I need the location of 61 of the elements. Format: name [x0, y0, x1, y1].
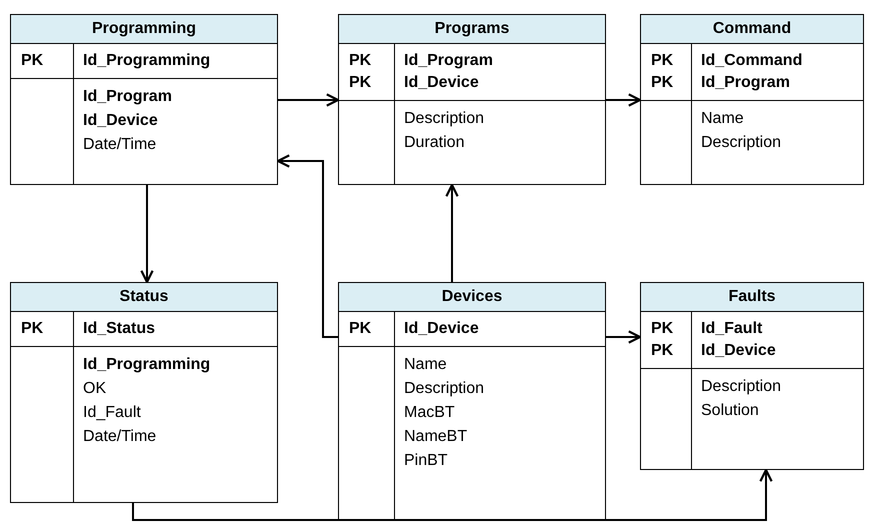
entity-table	[10, 14, 278, 185]
key-field: Id_Status	[73, 318, 156, 340]
field-name: OK	[83, 379, 106, 399]
key-section	[641, 312, 863, 369]
key-section	[11, 312, 277, 347]
field-name: Id_Programming	[83, 355, 210, 375]
entity-table	[338, 14, 606, 185]
relationship-arrow	[132, 468, 773, 521]
key-marker: PK	[650, 51, 674, 71]
key-section	[641, 44, 863, 101]
key-field: Id_Device	[394, 72, 479, 94]
key-marker: PK	[20, 319, 44, 339]
key-marker: PK	[650, 341, 674, 361]
field-name: Id_Device	[83, 111, 158, 131]
key-field: Id_Program	[691, 72, 790, 94]
key-field: Id_Programming	[73, 50, 210, 72]
field-name: Date/Time	[83, 427, 156, 447]
key-marker: PK	[20, 51, 44, 71]
entity-table	[640, 282, 864, 470]
field-name: Duration	[404, 133, 464, 153]
table-header: Devices	[339, 283, 605, 312]
relationship-arrow	[140, 185, 154, 284]
key-marker: PK	[348, 51, 372, 71]
key-marker: PK	[650, 319, 674, 339]
field-name: Description	[404, 109, 484, 129]
key-field: Id_Fault	[691, 318, 762, 340]
key-marker: PK	[348, 73, 372, 93]
relationship-arrow	[445, 184, 459, 282]
table-header: Programming	[11, 15, 277, 44]
field-name: Id_Program	[83, 87, 172, 107]
entity-table	[640, 14, 864, 185]
field-name: PinBT	[404, 451, 448, 471]
relationship-arrow	[276, 154, 338, 338]
key-section	[339, 312, 605, 347]
field-name: Date/Time	[83, 135, 156, 155]
key-section	[339, 44, 605, 101]
relationship-arrow	[278, 93, 340, 107]
field-name: Description	[701, 377, 782, 397]
field-name: Id_Fault	[83, 403, 141, 423]
field-name: Solution	[701, 401, 759, 421]
key-field: Id_Command	[691, 50, 802, 72]
key-field: Id_Device	[394, 318, 479, 340]
table-header: Programs	[339, 15, 605, 44]
field-name: Description	[701, 133, 782, 153]
key-field: Id_Device	[691, 340, 776, 362]
field-name: Name	[701, 109, 744, 129]
key-section	[11, 44, 277, 79]
relationship-arrow	[606, 93, 642, 107]
field-name: Name	[404, 355, 447, 375]
field-name: Description	[404, 379, 484, 399]
table-header: Faults	[641, 283, 863, 312]
field-name: MacBT	[404, 403, 455, 423]
entity-table	[338, 282, 606, 520]
table-header: Command	[641, 15, 863, 44]
key-marker: PK	[348, 319, 372, 339]
field-name: NameBT	[404, 427, 468, 447]
entity-table	[10, 282, 278, 503]
key-marker: PK	[650, 73, 674, 93]
key-field: Id_Program	[394, 50, 493, 72]
table-header: Status	[11, 283, 277, 312]
relationship-arrow	[606, 330, 642, 344]
